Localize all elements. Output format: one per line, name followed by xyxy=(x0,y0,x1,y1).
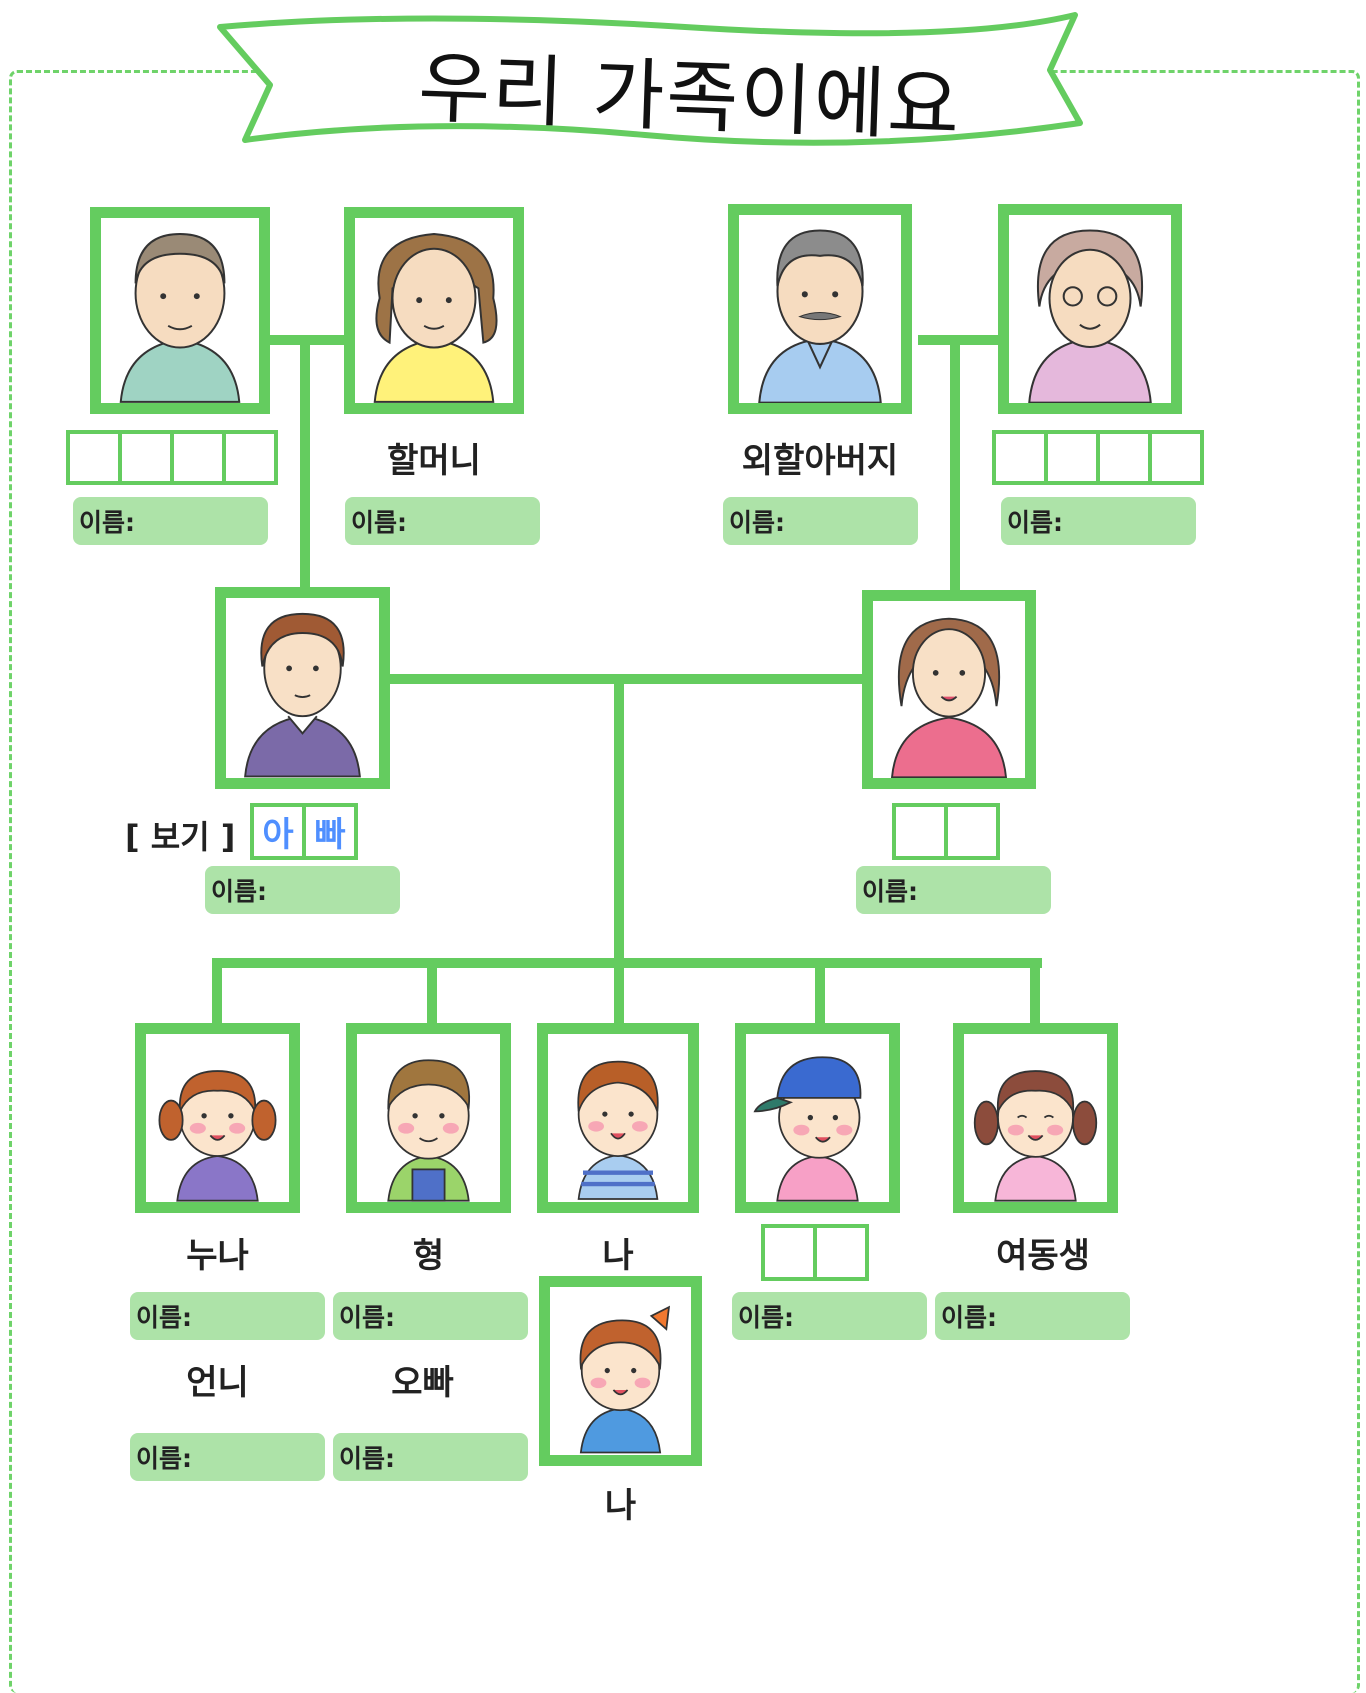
connector-line xyxy=(385,674,870,684)
connector-line xyxy=(614,958,624,1028)
answer-cell[interactable] xyxy=(948,807,996,856)
name-prefix: 이름: xyxy=(862,877,918,906)
connector-line xyxy=(815,958,825,1028)
boy-illustration xyxy=(577,1060,659,1200)
answer-cell[interactable] xyxy=(765,1228,817,1277)
name-field[interactable]: 이름: xyxy=(732,1292,927,1340)
answer-boxes-4[interactable] xyxy=(66,430,278,485)
connector-line xyxy=(300,335,310,595)
answer-boxes-2[interactable] xyxy=(761,1224,869,1281)
answer-cell[interactable] xyxy=(174,434,226,481)
father-illustration xyxy=(244,612,361,778)
name-prefix: 이름: xyxy=(136,1444,192,1473)
grandmother-illustration xyxy=(373,232,498,403)
mother-illustration xyxy=(890,617,1008,778)
maternal-grandmother-illustration xyxy=(1028,229,1152,403)
answer-cell[interactable] xyxy=(996,434,1048,481)
name-field[interactable]: 이름: xyxy=(723,497,918,545)
name-field[interactable]: 이름: xyxy=(130,1292,325,1340)
grandfather-illustration xyxy=(119,232,241,403)
photo-paternal-grandmother xyxy=(344,207,524,414)
name-field[interactable]: 이름: xyxy=(333,1292,528,1340)
photo-younger-brother xyxy=(735,1023,900,1213)
connector-line xyxy=(614,680,624,965)
label-me-boy: 나 xyxy=(602,1236,634,1276)
name-field[interactable]: 이름: xyxy=(73,497,268,545)
name-prefix: 이름: xyxy=(339,1303,395,1332)
label-older-brother-boy: 형 xyxy=(412,1236,445,1276)
photo-maternal-grandfather xyxy=(728,204,912,414)
older-sister-illustration xyxy=(158,1070,277,1202)
connector-line xyxy=(950,335,960,595)
label-older-sister-girl: 언니 xyxy=(186,1363,249,1403)
photo-me-girl xyxy=(539,1276,702,1466)
answer-cell[interactable] xyxy=(896,807,948,856)
photo-paternal-grandfather xyxy=(90,207,270,414)
name-prefix: 이름: xyxy=(941,1303,997,1332)
photo-father xyxy=(215,587,390,789)
name-prefix: 이름: xyxy=(729,508,785,537)
answer-cell[interactable] xyxy=(1152,434,1200,481)
photo-older-sister xyxy=(135,1023,300,1213)
label-older-brother-girl: 오빠 xyxy=(391,1363,454,1403)
answer-cell[interactable] xyxy=(226,434,274,481)
name-prefix: 이름: xyxy=(211,877,267,906)
answer-cell[interactable] xyxy=(70,434,122,481)
name-field[interactable]: 이름: xyxy=(1001,497,1196,545)
answer-boxes-4[interactable] xyxy=(992,430,1204,485)
label-older-sister-boy: 누나 xyxy=(186,1236,249,1276)
name-field[interactable]: 이름: xyxy=(130,1433,325,1481)
example-boxes: 아 빠 xyxy=(250,803,358,860)
example-char: 아 xyxy=(254,807,306,856)
label-maternal-grandfather: 외할아버지 xyxy=(741,441,899,481)
connector-line xyxy=(212,958,222,1028)
answer-cell[interactable] xyxy=(817,1228,865,1277)
name-prefix: 이름: xyxy=(351,508,407,537)
photo-maternal-grandmother xyxy=(998,204,1182,414)
name-field[interactable]: 이름: xyxy=(935,1292,1130,1340)
older-brother-illustration xyxy=(387,1059,471,1202)
label-younger-sister: 여동생 xyxy=(996,1236,1090,1276)
label-grandmother: 할머니 xyxy=(387,441,481,481)
label-me-girl: 나 xyxy=(604,1486,637,1526)
name-prefix: 이름: xyxy=(339,1444,395,1473)
name-prefix: 이름: xyxy=(738,1303,794,1332)
name-prefix: 이름: xyxy=(79,508,135,537)
name-prefix: 이름: xyxy=(136,1303,192,1332)
name-field[interactable]: 이름: xyxy=(856,866,1051,914)
connector-line xyxy=(427,958,437,1028)
name-field[interactable]: 이름: xyxy=(345,497,540,545)
younger-sister-illustration xyxy=(973,1070,1098,1202)
maternal-grandfather-illustration xyxy=(758,229,882,403)
girl-illustration xyxy=(579,1305,671,1454)
name-prefix: 이름: xyxy=(1007,508,1063,537)
answer-cell[interactable] xyxy=(1100,434,1152,481)
connector-line xyxy=(212,958,1042,968)
ribbon-shape xyxy=(217,12,1083,146)
photo-younger-sister xyxy=(953,1023,1118,1213)
name-field[interactable]: 이름: xyxy=(205,866,400,914)
answer-cell[interactable] xyxy=(1048,434,1100,481)
photo-mother xyxy=(862,590,1036,789)
example-char: 빠 xyxy=(314,815,346,855)
connector-line xyxy=(1030,958,1040,1028)
answer-cell[interactable] xyxy=(122,434,174,481)
younger-brother-illustration xyxy=(753,1056,862,1202)
photo-older-brother xyxy=(346,1023,511,1213)
answer-boxes-2[interactable] xyxy=(892,803,1000,860)
title-banner: 우리 가족이에요 xyxy=(215,5,1165,165)
name-field[interactable]: 이름: xyxy=(333,1433,528,1481)
photo-me-boy xyxy=(537,1023,699,1213)
example-tag: [ 보기 ] xyxy=(125,818,236,856)
